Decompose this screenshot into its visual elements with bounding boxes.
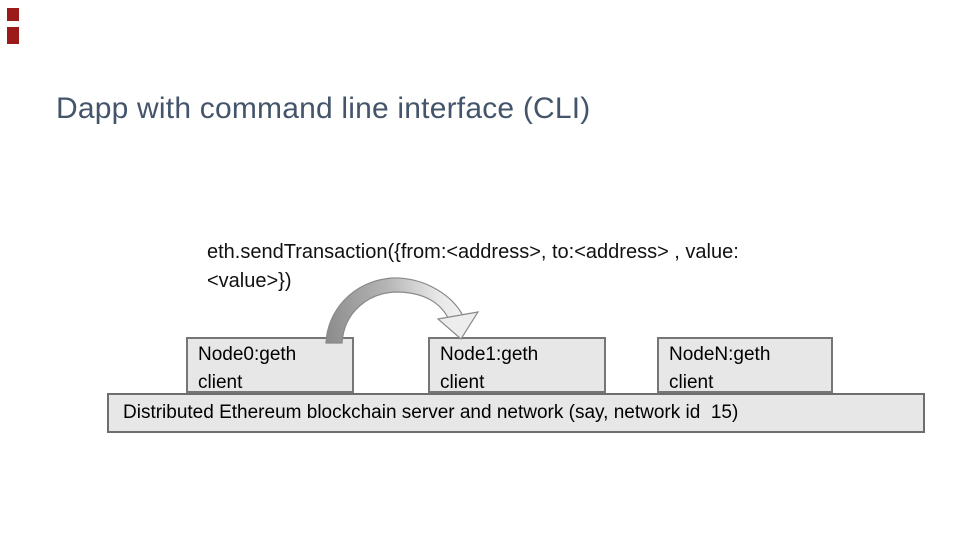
arrow-head bbox=[436, 311, 480, 340]
corner-accent-mark-bottom bbox=[7, 27, 19, 44]
node0-label: Node0:geth bbox=[198, 344, 297, 365]
nodeN-label: NodeN:geth bbox=[669, 344, 771, 365]
node0-sublabel: client bbox=[198, 372, 243, 393]
node0-geth-client-box: Node0:geth client bbox=[186, 337, 354, 393]
network-bar-label: Distributed Ethereum blockchain server a… bbox=[123, 402, 739, 423]
nodeN-geth-client-box: NodeN:geth client bbox=[657, 337, 833, 393]
node1-label: Node1:geth bbox=[440, 344, 539, 365]
code-line-1: eth.sendTransaction({from:<address>, to:… bbox=[207, 241, 739, 263]
node1-geth-client-box: Node1:geth client bbox=[428, 337, 606, 393]
node1-sublabel: client bbox=[440, 372, 485, 393]
network-bar: Distributed Ethereum blockchain server a… bbox=[107, 393, 925, 433]
corner-accent-mark-top bbox=[7, 8, 19, 21]
nodeN-sublabel: client bbox=[669, 372, 714, 393]
code-line-2: <value>}) bbox=[207, 270, 292, 292]
page-title: Dapp with command line interface (CLI) bbox=[56, 92, 591, 125]
transaction-code-snippet: eth.sendTransaction({from:<address>, to:… bbox=[207, 238, 739, 296]
